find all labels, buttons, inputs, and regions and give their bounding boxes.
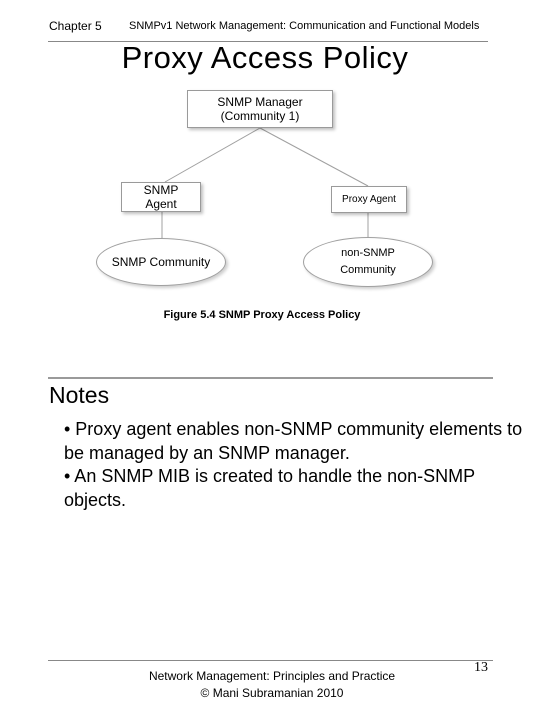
notes-list: • Proxy agent enables non-SNMP community… (64, 418, 534, 512)
non-community-label-line1: non-SNMP (341, 247, 395, 259)
manager-to-proxy-link (259, 127, 369, 187)
header-title: SNMPv1 Network Management: Communication… (129, 20, 480, 32)
footer-divider (48, 660, 493, 661)
note-bullet: • An SNMP MIB is created to handle the n… (64, 466, 475, 510)
snmp-community-label: SNMP Community (111, 255, 211, 269)
footer: Network Management: Principles and Pract… (122, 668, 422, 702)
snmp-community-ellipse: SNMP Community (96, 238, 226, 286)
snmp-manager-box: SNMP Manager (Community 1) (187, 90, 333, 128)
footer-copyright: © Mani Subramanian 2010 (200, 686, 344, 700)
proxy-agent-box: Proxy Agent (331, 186, 407, 213)
agent-label-line1: SNMP (143, 183, 179, 197)
proxy-agent-label: Proxy Agent (342, 194, 396, 205)
chapter-label: Chapter 5 (49, 19, 102, 33)
snmp-agent-box: SNMP Agent (121, 182, 201, 212)
figure-caption: Figure 5.4 SNMP Proxy Access Policy (163, 309, 361, 321)
notes-divider (48, 377, 493, 379)
page-number: 13 (474, 660, 488, 675)
notes-heading: Notes (49, 382, 110, 408)
header-divider (48, 41, 488, 42)
note-bullet: • Proxy agent enables non-SNMP community… (64, 419, 523, 463)
non-community-label-line2: Community (340, 264, 396, 276)
manager-label: SNMP Manager (217, 95, 303, 109)
manager-community-label: (Community 1) (220, 109, 300, 123)
page-title: Proxy Access Policy (121, 40, 409, 75)
manager-to-agent-link (164, 127, 261, 183)
non-snmp-community-ellipse: non-SNMP Community (303, 237, 433, 287)
agent-label-line2: Agent (145, 197, 177, 211)
footer-book-title: Network Management: Principles and Pract… (148, 669, 396, 683)
